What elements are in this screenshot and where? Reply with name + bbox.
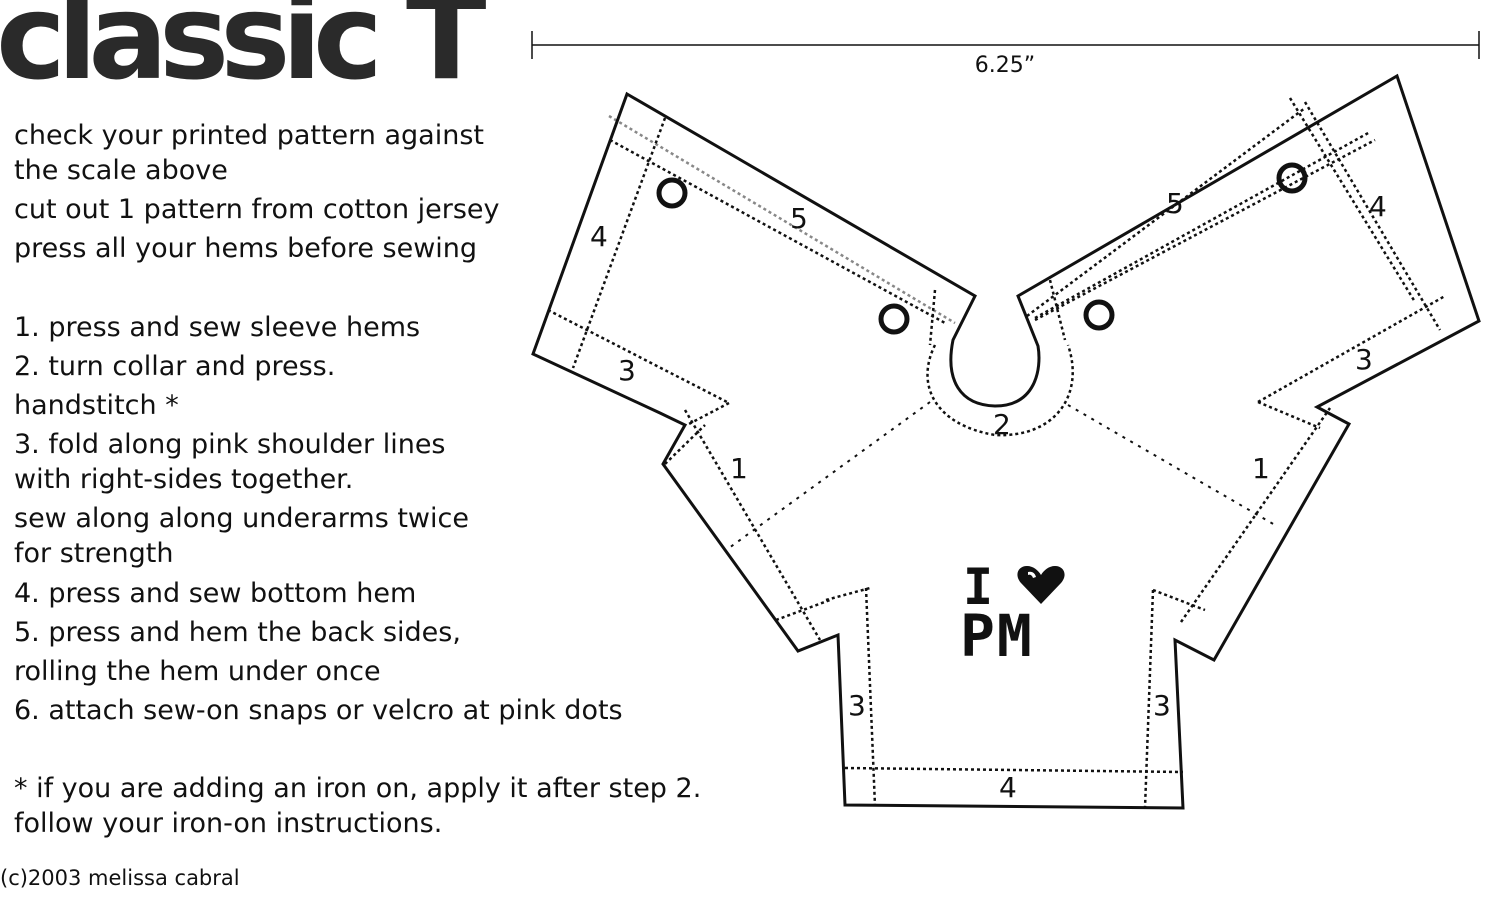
hem-label: 5 [1166,187,1184,220]
copyright: (c)2003 melissa cabral [0,866,240,890]
step-line: handstitch * [14,390,179,421]
logo-letter: I [963,558,993,616]
i-heart-pm-logo: I PM [960,558,1065,670]
hem-label: 3 [1355,343,1373,376]
hem-label: 4 [1369,190,1387,223]
note-line: follow your iron-on instructions. [14,808,443,839]
step-line: for strength [14,538,174,569]
scale-label: 6.25” [975,53,1035,78]
step-line: 3. fold along pink shoulder lines [14,429,446,460]
step-line: 2. turn collar and press. [14,351,336,382]
snap-dot [878,303,910,335]
step-line: with right-sides together. [14,464,354,495]
page-title: classic T [0,0,486,106]
heart-icon [1017,566,1065,604]
pattern-outline [531,73,1481,810]
logo-text: PM [960,602,1034,670]
hem-label: 3 [848,689,866,722]
intro-line: press all your hems before sewing [14,233,478,264]
intro-line: cut out 1 pattern from cotton jersey [14,194,500,225]
step-line: 5. press and hem the back sides, [14,617,461,648]
hem-label: 1 [1252,452,1270,485]
step-line: sew along along underarms twice [14,503,469,534]
step-line: 6. attach sew-on snaps or velcro at pink… [14,695,623,726]
snap-dot [1083,299,1115,331]
scale-bar [531,31,1480,59]
snap-dots [656,162,1308,335]
hem-numbers: 4 5 3 1 2 5 4 3 1 3 3 4 [590,187,1387,804]
intro-line: the scale above [14,155,228,186]
snap-dot [656,177,688,209]
hem-label: 3 [1153,689,1171,722]
step-line: 1. press and sew sleeve hems [14,312,421,343]
step-line: 4. press and sew bottom hem [14,578,417,609]
note-line: * if you are adding an iron on, apply it… [14,773,702,804]
shoulder-fold-lines [728,401,1276,549]
hem-label: 5 [790,202,808,235]
hem-label: 4 [999,771,1017,804]
stitch-lines [547,97,1446,809]
hem-label: 4 [590,220,608,253]
heart-highlight-icon [1028,571,1036,578]
hem-label: 3 [618,354,636,387]
intro-line: check your printed pattern against [14,120,484,151]
collar-stitch [926,344,1074,437]
step-line: rolling the hem under once [14,656,381,687]
snap-dot [1276,162,1308,194]
hem-label: 1 [730,452,748,485]
hem-label: 2 [993,408,1011,441]
